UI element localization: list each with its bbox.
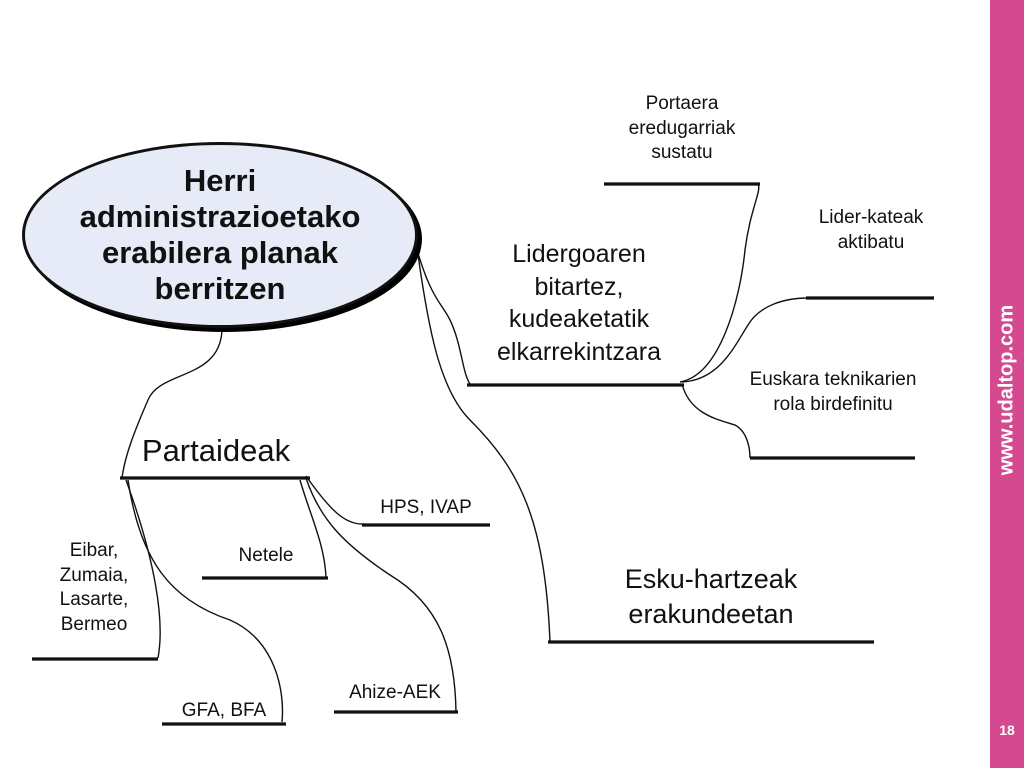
connector-lidergoa-euskara xyxy=(681,383,751,459)
central-topic-label: Herri administrazioetako erabilera plana… xyxy=(79,163,361,306)
node-euskara-teknikarien: Euskara teknikarien rola birdefinitu xyxy=(749,369,917,415)
node-netele: Netele xyxy=(238,545,294,566)
connector-lidergoa-portaera xyxy=(679,183,760,383)
node-esku-hartzeak: Esku-hartzeak erakundeetan xyxy=(624,564,798,630)
connector-partaideak-netele xyxy=(299,479,327,579)
side-bar xyxy=(990,0,1024,768)
node-portaera: Portaera eredugarriak sustatu xyxy=(628,93,736,164)
connector-center-lidergoa xyxy=(411,231,471,385)
website-url: www.udaltop.com xyxy=(995,304,1018,476)
connector-partaideak-ahize xyxy=(305,477,457,713)
node-gfa: GFA, BFA xyxy=(181,700,267,721)
node-lider-kateak: Lider-kateak aktibatu xyxy=(818,207,924,253)
node-ahize: Ahize-AEK xyxy=(349,682,441,703)
connector-partaideak-hps xyxy=(305,475,365,525)
page-number: 18 xyxy=(999,722,1015,738)
central-topic: Herri administrazioetako erabilera plana… xyxy=(22,142,418,328)
connector-center-partaideak xyxy=(121,329,223,479)
node-eibar: Eibar, Zumaia, Lasarte, Bermeo xyxy=(59,540,129,636)
connector-lidergoa-lider xyxy=(681,297,809,383)
connector-partaideak-gfa xyxy=(127,479,284,723)
node-partaideak: Partaideak xyxy=(141,433,291,468)
connector-center-esku xyxy=(415,239,551,643)
node-hps: HPS, IVAP xyxy=(380,497,472,518)
connector-partaideak-eibar xyxy=(125,479,161,659)
node-lidergoa: Lidergoaren bitartez, kudeaketatik elkar… xyxy=(497,240,661,366)
